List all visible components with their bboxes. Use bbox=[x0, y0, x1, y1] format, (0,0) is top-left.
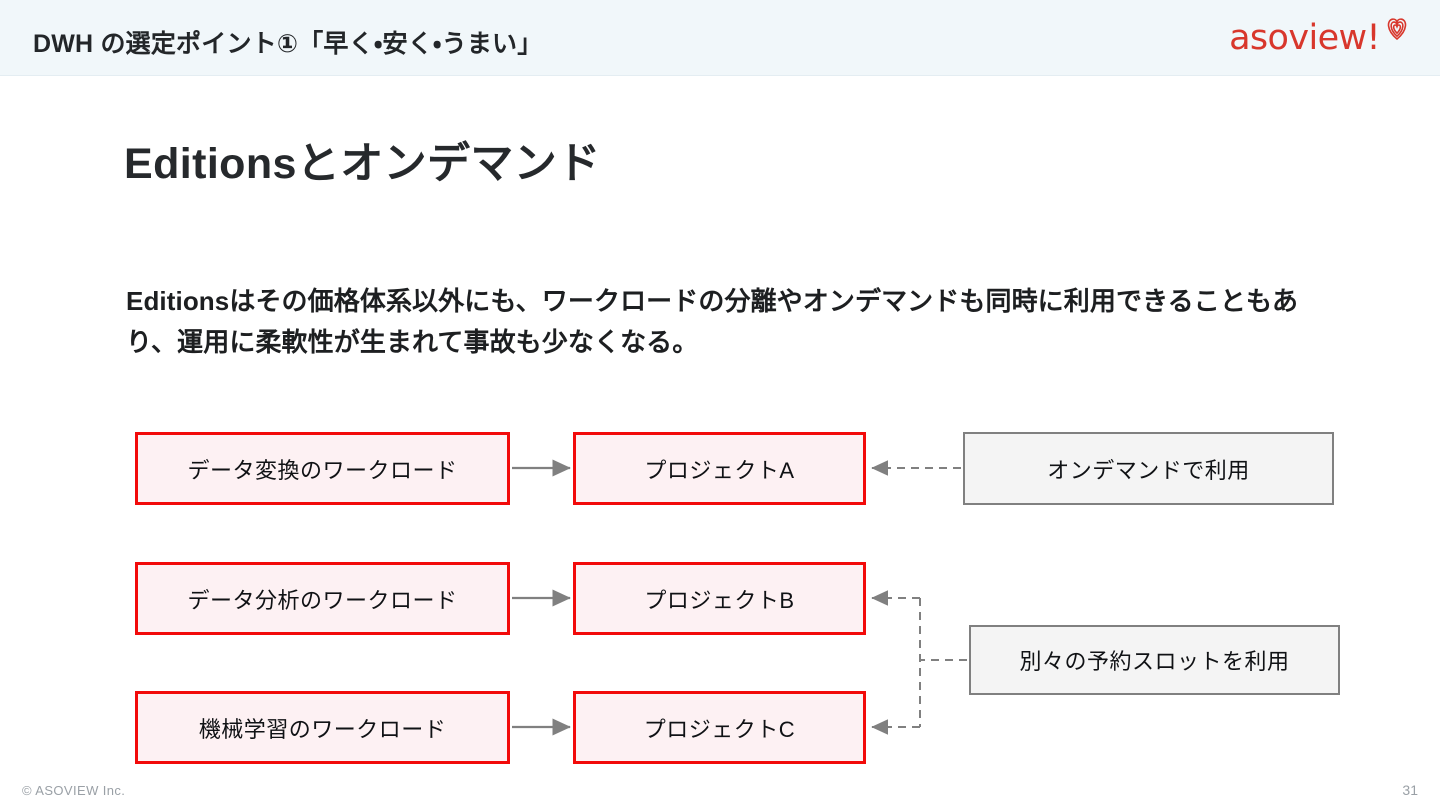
logo-wordmark: asoview! bbox=[1229, 18, 1381, 58]
header-band bbox=[0, 0, 1440, 76]
callout-reserved-slots[interactable]: 別々の予約スロットを利用 bbox=[969, 625, 1340, 695]
footer-copyright: © ASOVIEW Inc. bbox=[22, 783, 126, 798]
workload-node-3[interactable]: 機械学習のワークロード bbox=[135, 691, 510, 764]
page-number: 31 bbox=[1402, 782, 1418, 798]
header-title: DWH の選定ポイント①「早く・安く・うまい」 bbox=[33, 30, 543, 58]
callout-ondemand[interactable]: オンデマンドで利用 bbox=[963, 432, 1334, 505]
project-node-b[interactable]: プロジェクトB bbox=[573, 562, 866, 635]
project-node-a[interactable]: プロジェクトA bbox=[573, 432, 866, 505]
asoview-logo: asoview! bbox=[1229, 18, 1412, 60]
page-title: Editionsとオンデマンド bbox=[124, 140, 601, 188]
workload-node-2[interactable]: データ分析のワークロード bbox=[135, 562, 510, 635]
project-node-c[interactable]: プロジェクトC bbox=[573, 691, 866, 764]
heart-balloon-icon bbox=[1382, 14, 1412, 49]
body-paragraph: Editionsはその価格体系以外にも、ワークロードの分離やオンデマンドも同時に… bbox=[126, 286, 1299, 357]
workload-node-1[interactable]: データ変換のワークロード bbox=[135, 432, 510, 505]
